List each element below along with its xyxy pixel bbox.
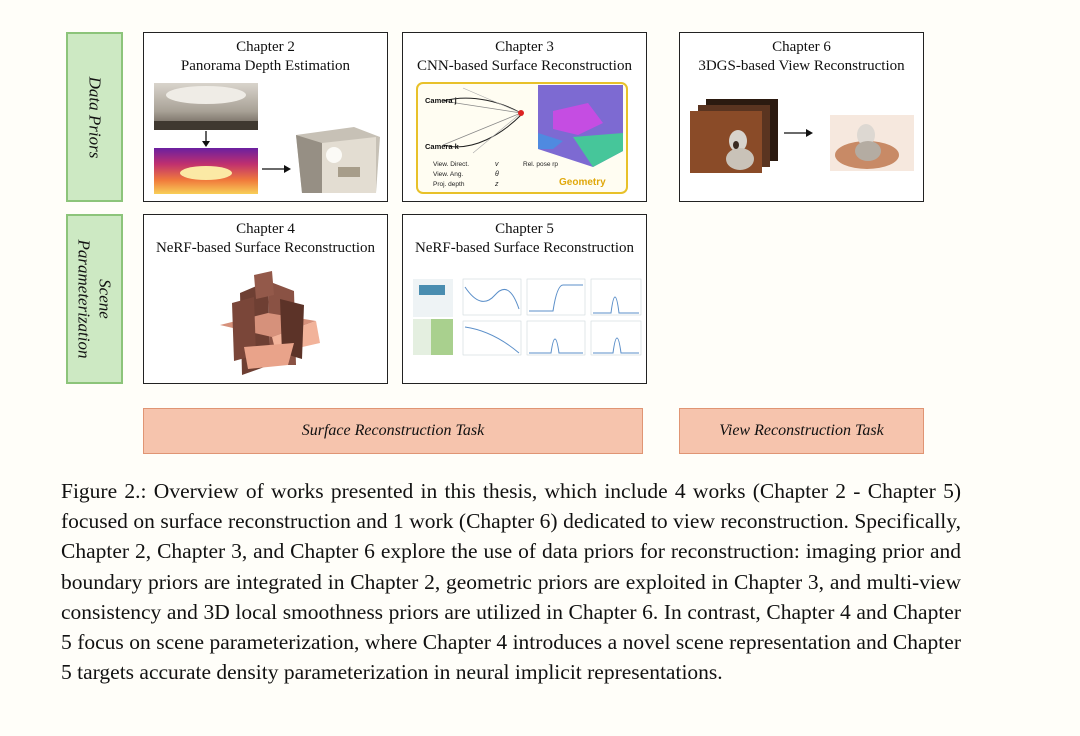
view-direct-label: View. Direct. xyxy=(433,161,469,168)
chapter-2-panel: Chapter 2 Panorama Depth Estimation xyxy=(143,32,388,202)
chapter-5-figure xyxy=(403,215,648,385)
chapter-6-panel: Chapter 6 3DGS-based View Reconstruction xyxy=(679,32,924,202)
view-direct-symbol: v xyxy=(495,161,499,168)
input-views-stack xyxy=(690,99,778,173)
density-illustration xyxy=(413,279,453,355)
view-ang-label: View. Ang. xyxy=(433,171,463,178)
camera-k-label: Camera k xyxy=(425,142,460,151)
chapter-3-panel: Chapter 3 CNN-based Surface Reconstructi… xyxy=(402,32,647,202)
rel-pose-label: Rel. pose rp xyxy=(523,161,558,168)
scene-parameterization-label: Scene Parameterization xyxy=(74,240,116,359)
proj-depth-symbol: z xyxy=(494,181,499,188)
chapter-2-figure xyxy=(144,33,389,203)
data-priors-label: Data Priors xyxy=(84,76,105,158)
rendered-view xyxy=(830,115,914,171)
scene-parameterization-label-box: Scene Parameterization xyxy=(66,214,123,384)
chapter-6-figure xyxy=(680,33,925,203)
proj-depth-label: Proj. depth xyxy=(433,181,465,188)
scene-parameterization-line1: Scene xyxy=(95,240,116,359)
surface-reconstruction-task: Surface Reconstruction Task xyxy=(143,408,643,454)
arrow-down-icon xyxy=(202,141,210,147)
chapter-5-panel: Chapter 5 NeRF-based Surface Reconstruct… xyxy=(402,214,647,384)
arrow-right-icon xyxy=(284,165,291,173)
figure-caption: Figure 2.: Overview of works presented i… xyxy=(61,476,961,687)
view-ang-symbol: θ xyxy=(495,171,499,178)
chapter-4-panel: Chapter 4 NeRF-based Surface Reconstruct… xyxy=(143,214,388,384)
chapter-4-figure xyxy=(144,215,389,385)
view-reconstruction-task: View Reconstruction Task xyxy=(679,408,924,454)
chapter-3-figure: Camera j Camera k View. Direct. v View. … xyxy=(403,33,648,203)
point-cloud-image xyxy=(296,127,380,193)
arrow-right-icon xyxy=(806,129,813,137)
plot-curves xyxy=(465,285,639,353)
geometry-label: Geometry xyxy=(559,177,606,188)
scene-parameterization-line2: Parameterization xyxy=(74,240,95,359)
data-priors-label-box: Data Priors xyxy=(66,32,123,202)
camera-j-label: Camera j xyxy=(425,96,457,105)
